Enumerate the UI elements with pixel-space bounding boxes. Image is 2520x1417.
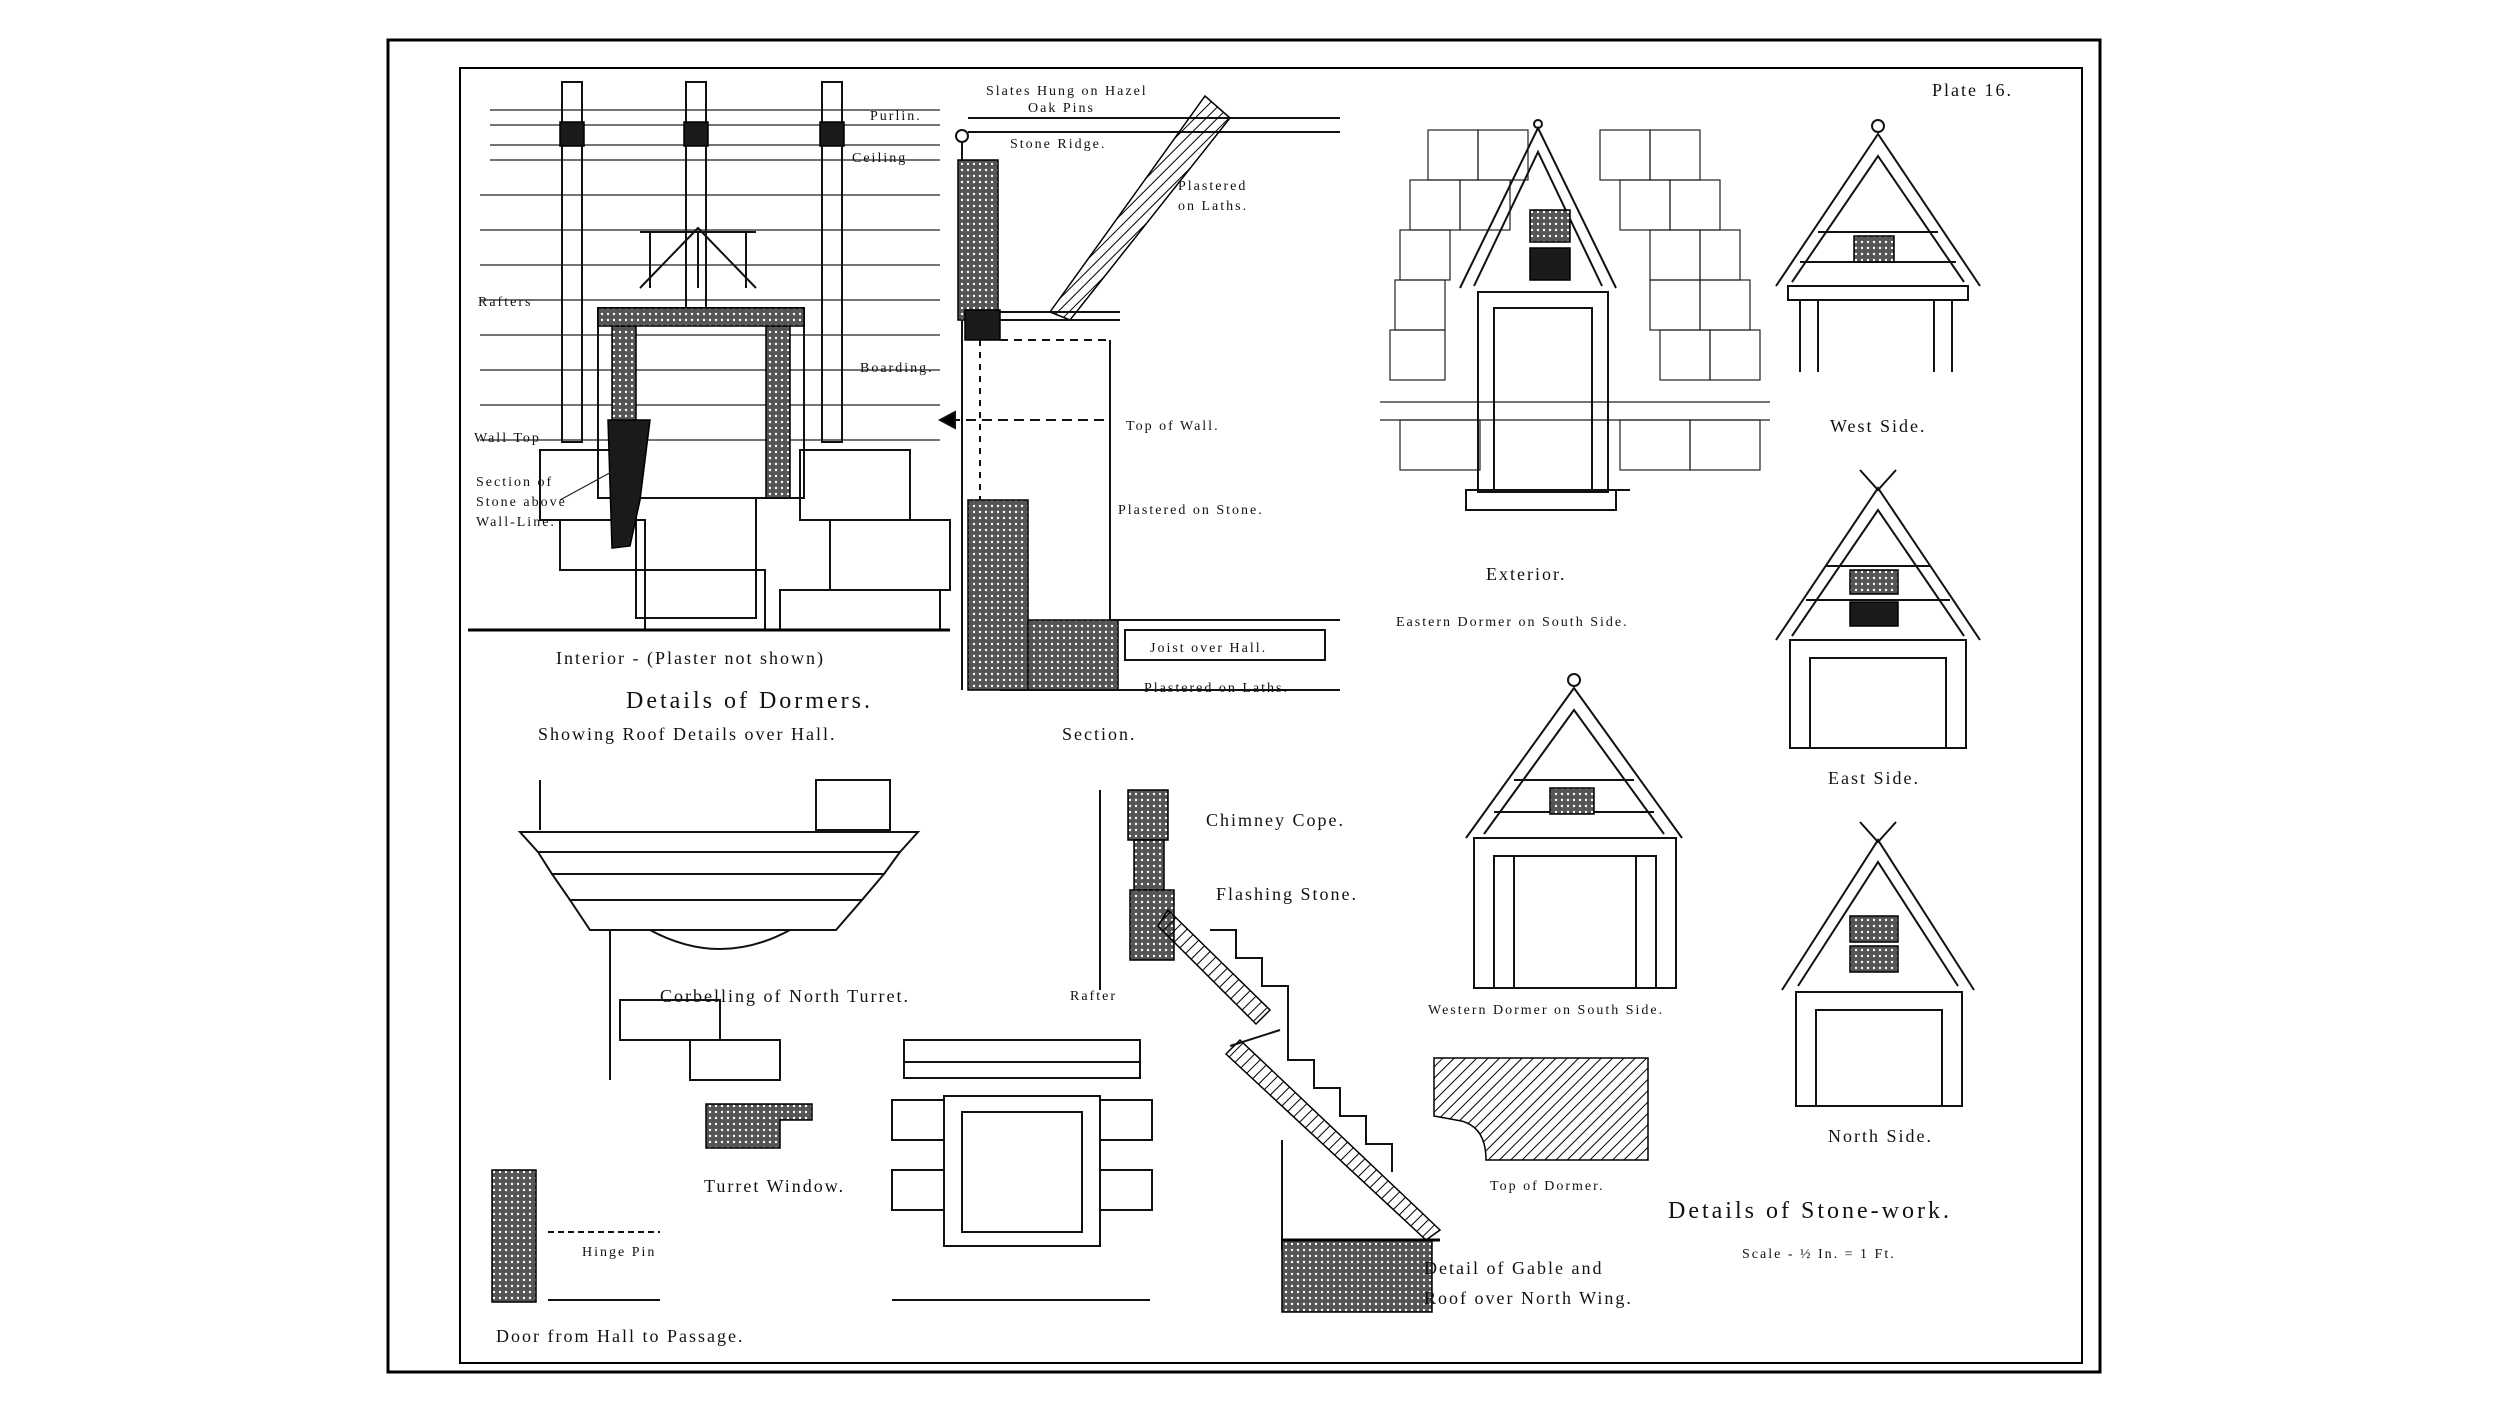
- rafters-label: Rafters: [478, 295, 532, 310]
- corbelling-caption: Corbelling of North Turret.: [660, 986, 910, 1006]
- interior-dormer-drawing: Purlin. Ceiling Rafters Boarding. Wall T…: [468, 81, 951, 669]
- corbelling-drawing: [517, 779, 921, 1081]
- interior-caption: Interior - (Plaster not shown): [556, 648, 825, 669]
- western-dormer-caption: Western Dormer on South Side.: [1428, 1003, 1664, 1018]
- stone-ridge-label: Stone Ridge.: [1010, 137, 1106, 152]
- chimney-gable-drawing: [1099, 789, 1442, 1313]
- door-hinge-drawing: [491, 1169, 660, 1303]
- turret-window-label: Turret Window.: [704, 1176, 845, 1196]
- west-side-caption: West Side.: [1830, 416, 1927, 436]
- plastered-laths-2-label: on Laths.: [1178, 199, 1248, 214]
- top-of-dormer-drawing: [1433, 1057, 1649, 1161]
- door-caption: Door from Hall to Passage.: [496, 1326, 744, 1346]
- boarding-label: Boarding.: [860, 361, 934, 376]
- east-side-dormer: [1775, 469, 1981, 749]
- section-stone-2-label: Stone above: [476, 495, 567, 510]
- wall-top-label: Wall Top: [474, 431, 541, 446]
- plastered-laths-label: Plastered: [1178, 179, 1247, 194]
- details-of-dormers-title: Details of Dormers.: [626, 688, 873, 714]
- plastered-on-laths-label: Plastered on Laths.: [1144, 681, 1289, 696]
- section-drawing: Slates Hung on Hazel Oak Pins Stone Ridg…: [937, 84, 1340, 744]
- top-of-wall-label: Top of Wall.: [1126, 419, 1220, 434]
- hinge-pin-label: Hinge Pin: [582, 1245, 656, 1260]
- top-of-dormer-label: Top of Dormer.: [1490, 1179, 1605, 1194]
- section-caption: Section.: [1062, 724, 1137, 744]
- oak-pins-label: Oak Pins: [1028, 101, 1095, 116]
- east-side-caption: East Side.: [1828, 768, 1920, 788]
- details-stonework-title: Details of Stone-work.: [1668, 1198, 1952, 1224]
- detail-gable-1-label: Detail of Gable and: [1424, 1258, 1603, 1278]
- rafter-label: Rafter: [1070, 989, 1117, 1004]
- outer-frame: [386, 38, 2102, 1374]
- plastered-on-stone-label: Plastered on Stone.: [1118, 503, 1264, 518]
- section-stone-3-label: Wall-Line.: [476, 515, 556, 530]
- joist-over-hall-label: Joist over Hall.: [1150, 641, 1267, 656]
- north-side-caption: North Side.: [1828, 1126, 1933, 1146]
- detail-gable-2-label: Roof over North Wing.: [1424, 1288, 1633, 1308]
- eastern-dormer-label: Eastern Dormer on South Side.: [1396, 615, 1629, 630]
- scale-note: Scale - ½ In. = 1 Ft.: [1742, 1247, 1896, 1262]
- western-dormer-drawing: [1465, 673, 1683, 989]
- inner-frame: [459, 67, 2083, 1364]
- purlin-label: Purlin.: [870, 109, 922, 124]
- section-stone-1-label: Section of: [476, 475, 553, 490]
- exterior-caption: Exterior.: [1486, 564, 1566, 584]
- showing-roof-subtitle: Showing Roof Details over Hall.: [538, 724, 836, 744]
- flashing-stone-label: Flashing Stone.: [1216, 884, 1358, 904]
- west-side-dormer: [1775, 119, 1981, 372]
- plate-number: Plate 16.: [1932, 80, 2013, 100]
- slates-hung-label: Slates Hung on Hazel: [986, 84, 1148, 99]
- turret-window-drawing: [705, 1039, 1153, 1301]
- north-side-dormer: [1781, 821, 1975, 1107]
- ceiling-label: Ceiling: [852, 151, 907, 166]
- stone-section: [607, 419, 651, 549]
- chimney-cope-label: Chimney Cope.: [1206, 810, 1345, 830]
- exterior-dormer-drawing: Exterior. Eastern Dormer on South Side.: [1380, 119, 1770, 630]
